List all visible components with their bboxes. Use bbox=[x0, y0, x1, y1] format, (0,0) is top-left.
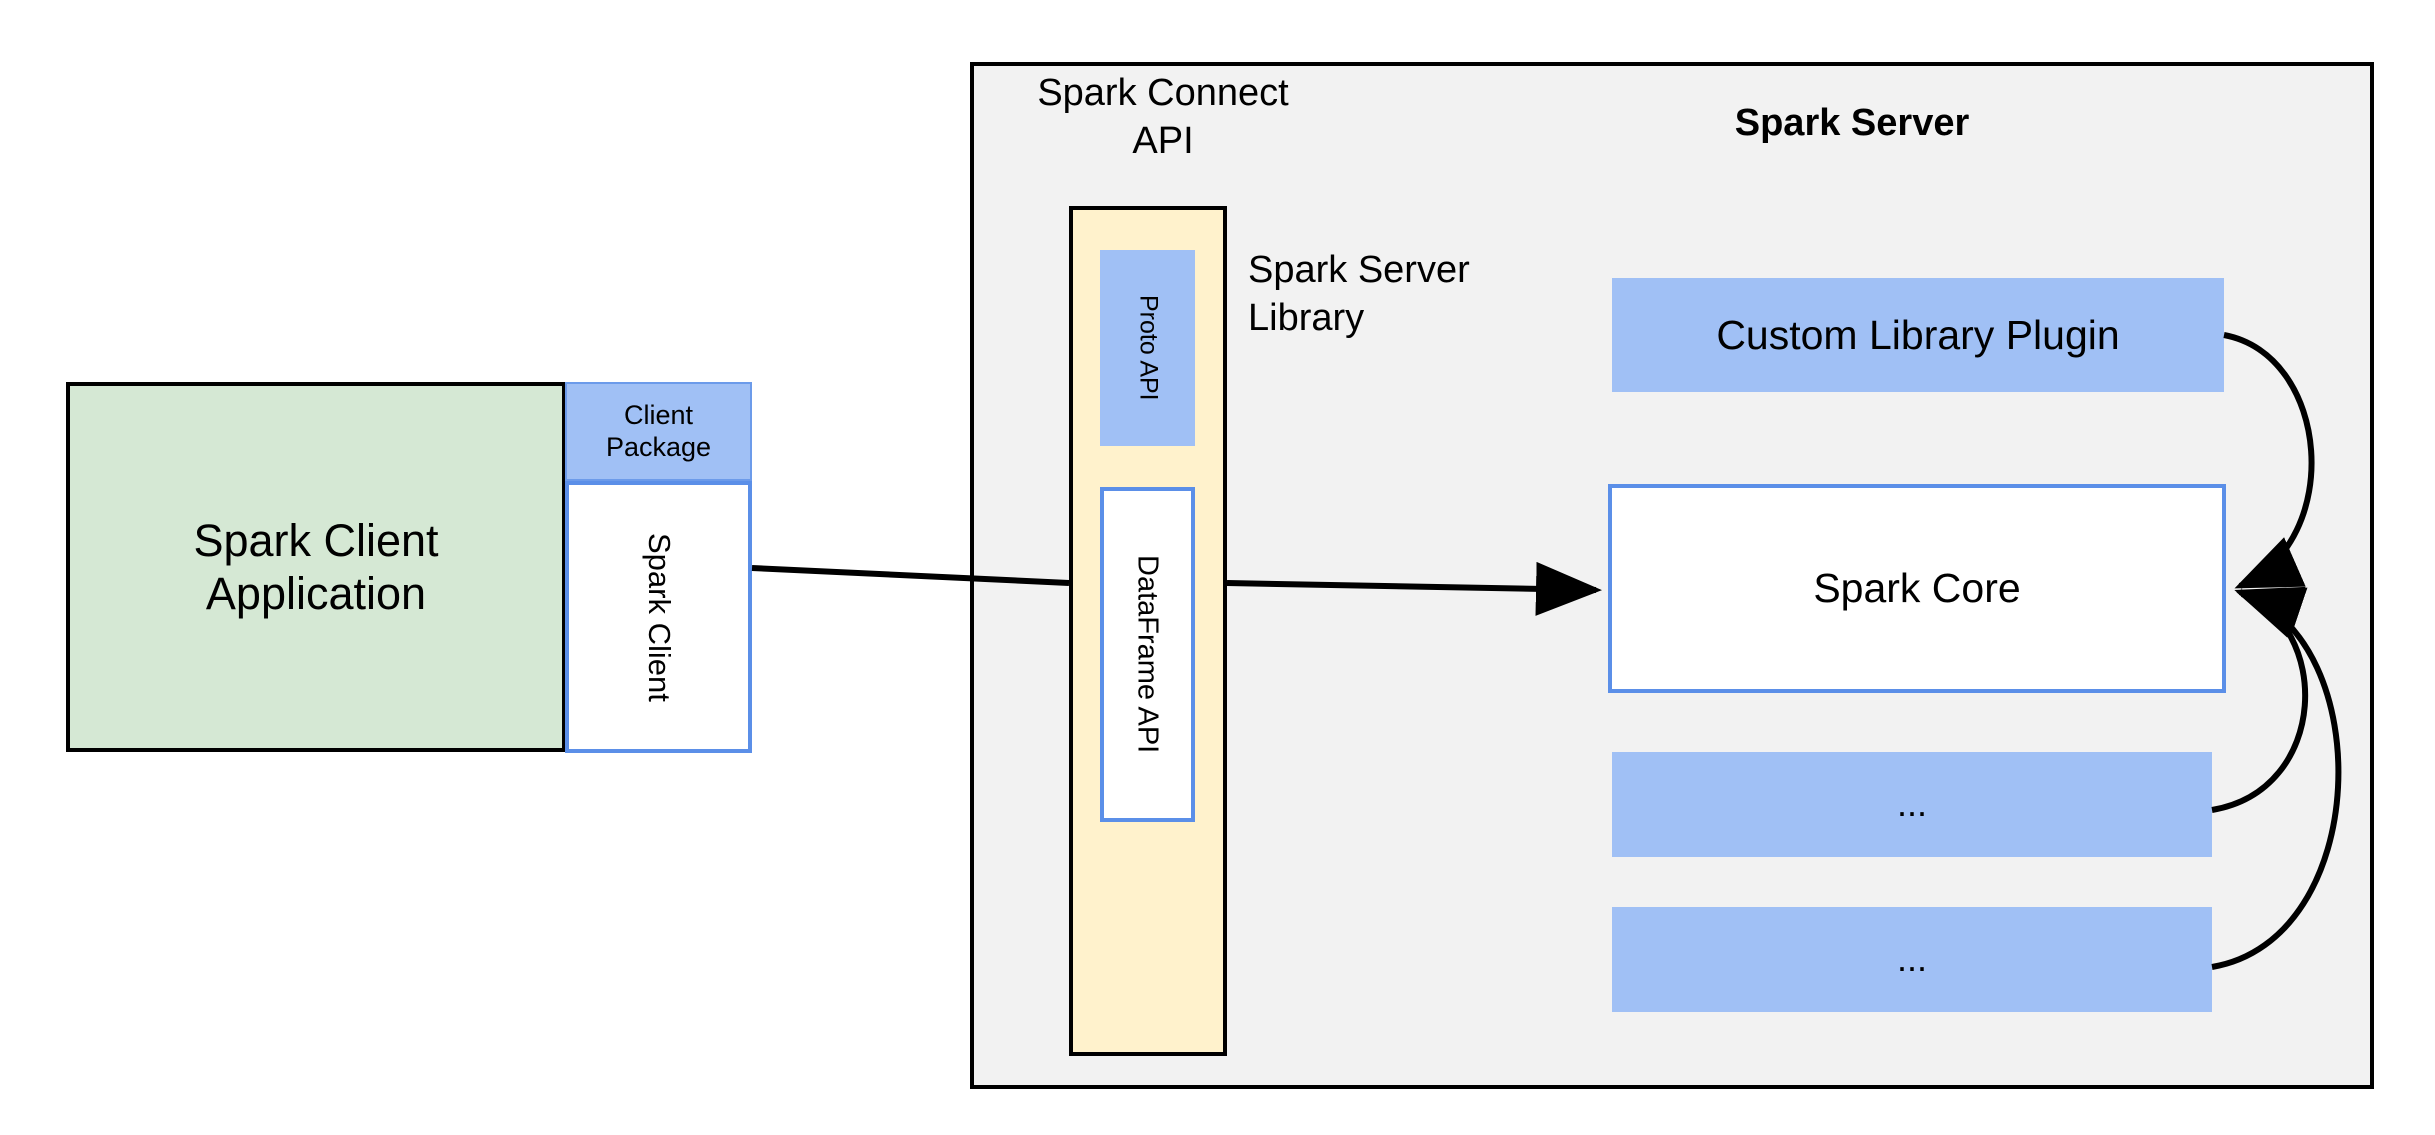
client-package-label: Client Package bbox=[605, 399, 712, 462]
proto-api-box[interactable]: Proto API bbox=[1100, 250, 1195, 446]
ellipsis-box-1-label: ... bbox=[1896, 783, 1927, 825]
ellipsis-box-2-label: ... bbox=[1896, 938, 1927, 980]
spark-connect-api-label: Spark Connect API bbox=[1037, 72, 1289, 162]
ellipsis-box-2[interactable]: ... bbox=[1612, 907, 2212, 1012]
spark-client-box[interactable]: Spark Client bbox=[565, 481, 752, 753]
spark-server-title: Spark Server bbox=[1734, 102, 1970, 144]
custom-library-plugin-label: Custom Library Plugin bbox=[1716, 311, 2120, 358]
spark-client-label: Spark Client bbox=[641, 532, 677, 702]
spark-core-box[interactable]: Spark Core bbox=[1608, 484, 2226, 693]
dataframe-api-label: DataFrame API bbox=[1131, 555, 1164, 754]
spark-client-application-label: Spark Client Application bbox=[193, 514, 439, 619]
spark-core-label: Spark Core bbox=[1813, 565, 2021, 612]
custom-library-plugin-box[interactable]: Custom Library Plugin bbox=[1612, 278, 2224, 392]
ellipsis-box-1[interactable]: ... bbox=[1612, 752, 2212, 857]
proto-api-label: Proto API bbox=[1134, 295, 1163, 401]
dataframe-api-box[interactable]: DataFrame API bbox=[1100, 487, 1195, 822]
spark-client-application-box[interactable]: Spark Client Application bbox=[66, 382, 566, 752]
spark-server-library-label: Spark Server Library bbox=[1248, 249, 1470, 339]
client-package-box[interactable]: Client Package bbox=[565, 382, 752, 481]
